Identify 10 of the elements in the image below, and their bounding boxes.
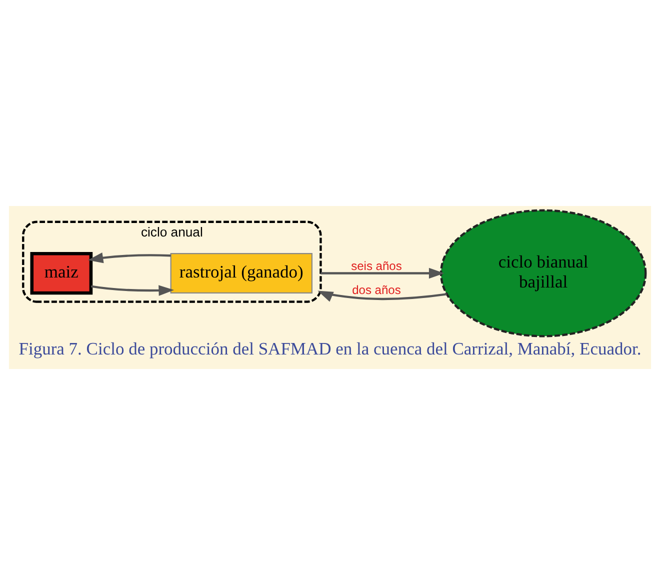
caption: Figura 7. Ciclo de producción del SAFMAD en la cuenca del Carrizal, Manabí, Ecuador. bbox=[18, 338, 642, 359]
arrow bbox=[90, 285, 174, 296]
node-box: rastrojal (ganado) bbox=[170, 253, 312, 294]
node-ellipse: ciclo bianual bajillal bbox=[440, 209, 647, 338]
node-box: maiz bbox=[30, 252, 93, 295]
arrow bbox=[320, 268, 444, 279]
arrow bbox=[318, 290, 447, 302]
arrow bbox=[88, 252, 171, 264]
edge-label: seis años bbox=[351, 258, 402, 273]
edge-label: dos años bbox=[352, 282, 401, 297]
